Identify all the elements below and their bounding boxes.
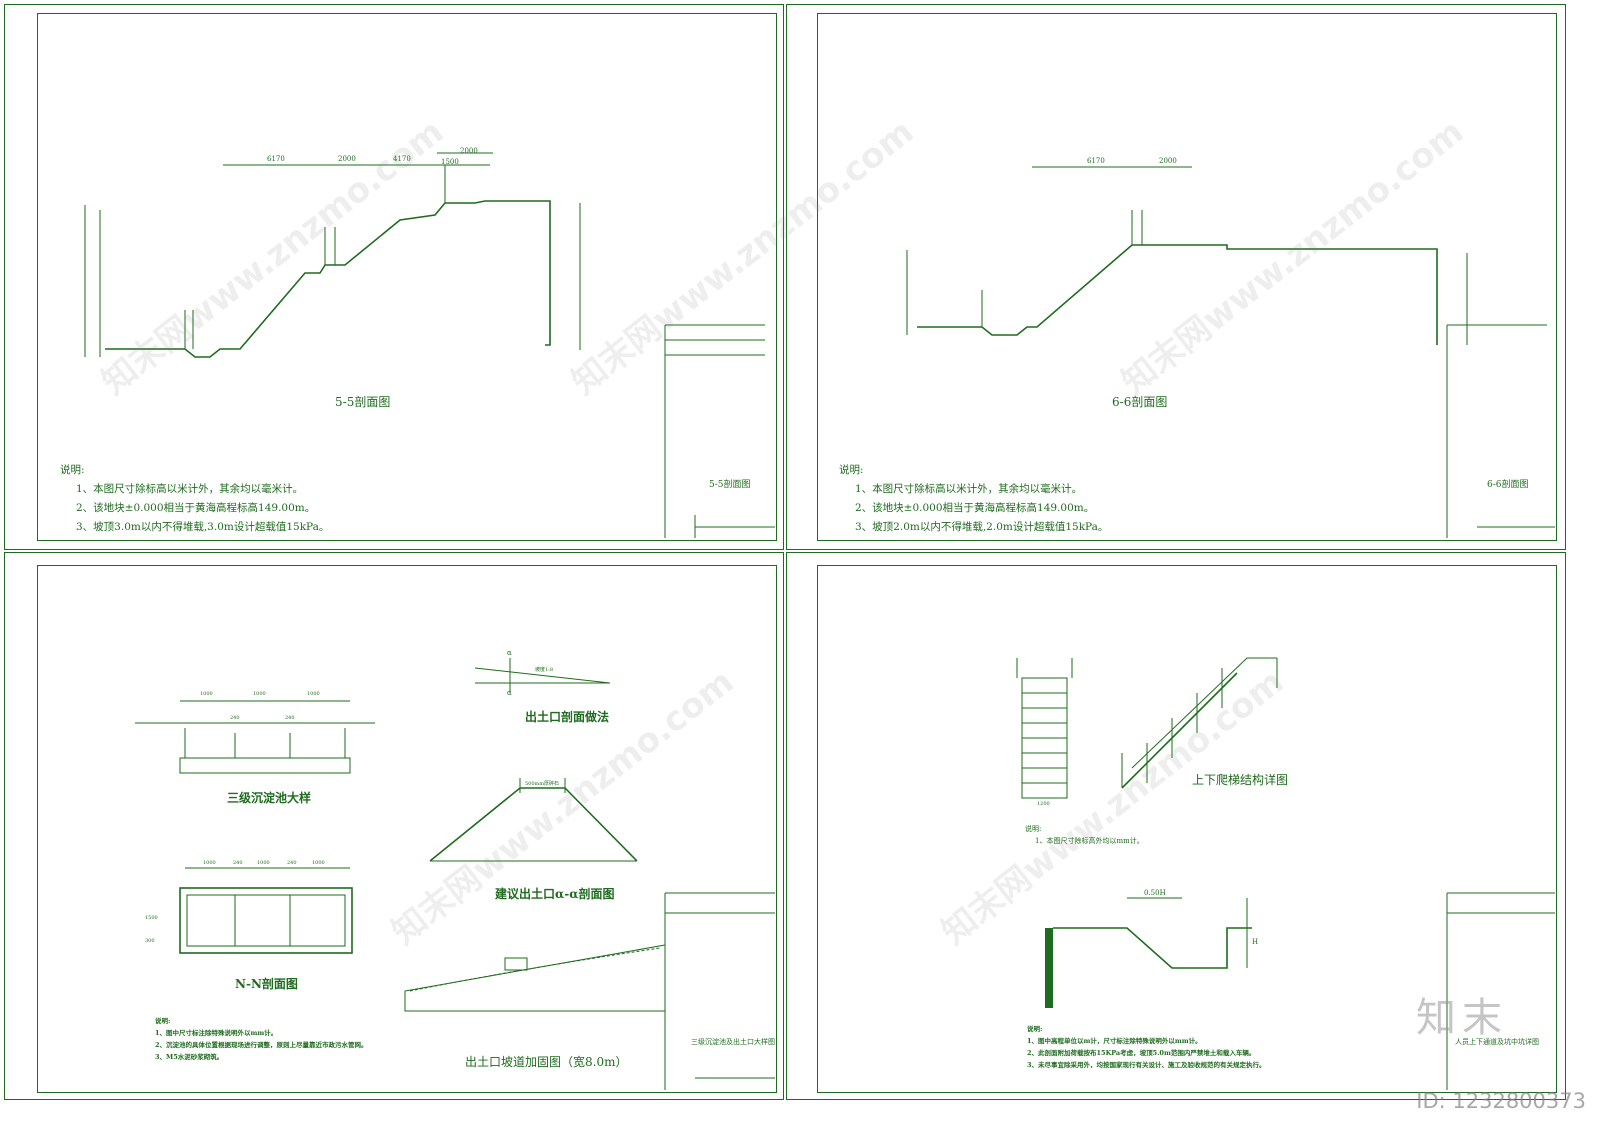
dim-4: 1500 xyxy=(441,158,459,166)
nn-dim-3: 1000 xyxy=(257,860,270,866)
title-block-name: 三级沉淀池及出土口大样图 xyxy=(691,1038,775,1046)
nn-dim-2: 240 xyxy=(233,860,243,866)
tank-dim-1: 1000 xyxy=(200,691,213,697)
title-block-name: 5-5剖面图 xyxy=(709,480,751,490)
image-id: ID: 1232800373 xyxy=(1416,1089,1586,1113)
section-5-5-drawing xyxy=(84,152,775,538)
dim-2: 2000 xyxy=(1159,157,1177,165)
alpha-bottom: α xyxy=(507,689,512,697)
notes-block: 说明: 1、图中尺寸标注除特殊说明外以mm计。 2、沉淀池的具体位置根据现场进行… xyxy=(155,1015,368,1063)
sheet-6-6-section: 6170 2000 6-6剖面图 说明: 1、本图尺寸除标高以米计外，其余均以毫… xyxy=(786,4,1566,550)
title-block-name: 人员上下通道及坑中坑详图 xyxy=(1455,1038,1539,1046)
pit-profile xyxy=(1053,927,1252,969)
note-line: 2、该地块±0.000相当于黄海高程标高149.00m。 xyxy=(855,502,1095,514)
nn-dim-4: 240 xyxy=(287,860,297,866)
slope-profile xyxy=(917,244,1438,345)
tank-dim-4: 240 xyxy=(230,715,240,721)
side-dim-1: 1500 xyxy=(145,915,158,921)
nn-dim-1: 1000 xyxy=(203,860,216,866)
exit-top-label: 500mm厚碎石 xyxy=(525,781,560,787)
tank-exit-drawings xyxy=(135,658,775,1090)
dim-1: 6170 xyxy=(267,155,285,163)
notes-block-pit: 说明: 1、图中高程单位以m计，尺寸标注除特殊说明外以mm计。 2、此剖面附加荷… xyxy=(1027,1023,1266,1071)
note-line: 3、M5水泥砂浆砌筑。 xyxy=(155,1053,224,1061)
note-line: 3、坡顶2.0m以内不得堆载,2.0m设计超载值15kPa。 xyxy=(855,521,1109,533)
alpha-top: α xyxy=(507,649,512,657)
note-line: 2、沉淀池的具体位置根据现场进行调整，原则上尽量靠近市政污水管网。 xyxy=(155,1041,368,1049)
drawing-frame xyxy=(817,13,1557,541)
ladder-title: 上下爬梯结构详图 xyxy=(1192,773,1289,787)
dim-050h: 0.50H xyxy=(1144,889,1166,897)
drawing-frame xyxy=(37,13,777,541)
dim-5: 2000 xyxy=(460,147,478,155)
ramp-title: 出土口坡道加固图（宽8.0m） xyxy=(465,1055,628,1069)
notes-block-ladder: 说明: 1、本图尺寸除标高外均以mm计。 xyxy=(1025,823,1144,847)
note-line: 3、未尽事宜除采用外，均按国家现行有关设计、施工及验收规范的有关规定执行。 xyxy=(1027,1061,1266,1069)
note-line: 说明: xyxy=(60,464,85,476)
drawing-frame xyxy=(817,565,1557,1093)
note-line: 2、此剖面附加荷载按布15KPa考虑，坡顶5.0m范围内严禁堆土和载入车辆。 xyxy=(1027,1049,1256,1057)
section-6-6-drawing xyxy=(906,166,1555,538)
drawing-frame xyxy=(37,565,777,1093)
side-dim-2: 300 xyxy=(145,938,155,944)
exit-section-title: 建议出土口α-α剖面图 xyxy=(495,887,615,901)
tank-dim-2: 1000 xyxy=(253,691,266,697)
ladder-width-label: 1200 xyxy=(1037,801,1050,807)
note-line: 1、本图尺寸除标高以米计外，其余均以毫米计。 xyxy=(855,483,1083,495)
dim-2: 2000 xyxy=(338,155,356,163)
note-line: 说明: xyxy=(1027,1025,1043,1033)
dim-1: 6170 xyxy=(1087,157,1105,165)
ladder-drawings xyxy=(1016,657,1555,1090)
sheet-ladder-detail: 1200 上下爬梯结构详图 0.50H H 说明: 1、本图尺寸除标高外均以mm… xyxy=(786,552,1566,1100)
note-line: 3、坡顶3.0m以内不得堆载,3.0m设计超载值15kPa。 xyxy=(76,521,330,533)
tank-dim-3: 1000 xyxy=(307,691,320,697)
exit-method-title: 出土口剖面做法 xyxy=(525,710,610,724)
tank-dim-5: 240 xyxy=(285,715,295,721)
note-line: 1、图中高程单位以m计，尺寸标注除特殊说明外以mm计。 xyxy=(1027,1037,1202,1045)
note-line: 说明: xyxy=(839,464,864,476)
exit-slope-label: 坡度1:8 xyxy=(535,667,554,673)
note-line: 1、本图尺寸除标高外均以mm计。 xyxy=(1035,837,1144,845)
dim-3: 4170 xyxy=(393,155,411,163)
nn-section-title: N-N剖面图 xyxy=(235,977,298,991)
drawing-title: 5-5剖面图 xyxy=(335,395,391,409)
nn-dim-5: 1000 xyxy=(312,860,325,866)
notes-block: 说明: 1、本图尺寸除标高以米计外，其余均以毫米计。 2、该地块±0.000相当… xyxy=(839,461,1108,537)
note-line: 说明: xyxy=(155,1017,171,1025)
note-line: 说明: xyxy=(1025,825,1042,833)
sheet-tank-and-exit: 1000 1000 1000 240 240 1000 240 1000 240… xyxy=(4,552,784,1100)
tank-detail-title: 三级沉淀池大样 xyxy=(227,791,312,805)
brand-logo-text: 知末 xyxy=(1416,995,1508,1041)
sheet-5-5-section: 6170 2000 4170 1500 2000 5-5剖面图 说明: 1、本图… xyxy=(4,4,784,550)
exit-section-profile xyxy=(429,787,638,862)
dim-h: H xyxy=(1252,938,1259,946)
note-line: 2、该地块±0.000相当于黄海高程标高149.00m。 xyxy=(76,502,316,514)
notes-block: 说明: 1、本图尺寸除标高以米计外，其余均以毫米计。 2、该地块±0.000相当… xyxy=(60,461,329,537)
note-line: 1、图中尺寸标注除特殊说明外以mm计。 xyxy=(155,1029,278,1037)
title-block-name: 6-6剖面图 xyxy=(1487,480,1529,490)
note-line: 1、本图尺寸除标高以米计外，其余均以毫米计。 xyxy=(76,483,304,495)
drawing-title: 6-6剖面图 xyxy=(1112,395,1168,409)
